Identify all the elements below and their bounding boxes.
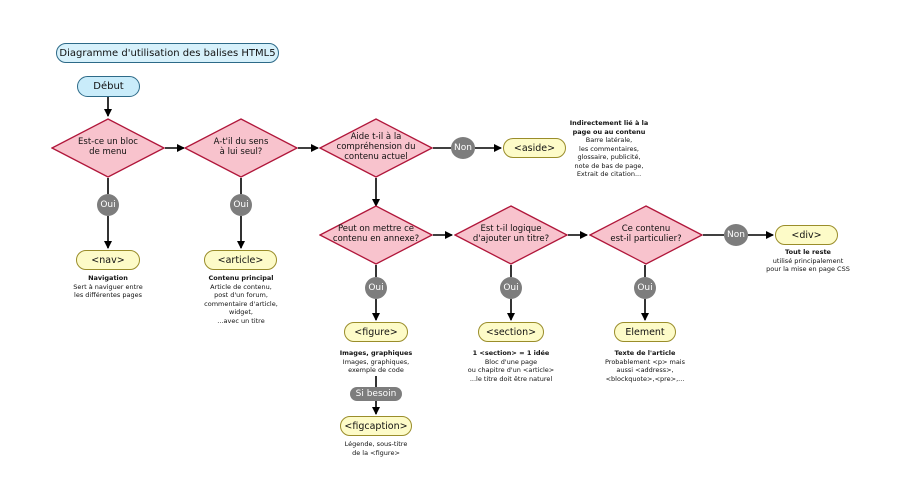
diagram-title-text: Diagramme d'utilisation des balises HTML… bbox=[59, 47, 276, 59]
desc-aside: Indirectement lié à la page ou au conten… bbox=[569, 119, 649, 179]
tag-div: <div> bbox=[775, 225, 838, 245]
decision-menu-block: Est-ce un bloc de menu bbox=[51, 118, 165, 178]
answer-oui-section: Oui bbox=[500, 277, 522, 299]
decision-add-title: Est t-il logique d'ajouter un titre? bbox=[454, 205, 568, 265]
decision-appendix: Peut on mettre ce contenu en annexe? bbox=[319, 205, 433, 265]
tag-nav: <nav> bbox=[76, 250, 140, 270]
start-node: Début bbox=[77, 76, 140, 97]
tag-article: <article> bbox=[204, 250, 277, 270]
desc-figcaption: Légende, sous-titre de la <figure> bbox=[344, 440, 408, 457]
tag-figure: <figure> bbox=[344, 322, 408, 342]
desc-element: Texte de l'article Probablement <p> mais… bbox=[604, 349, 685, 383]
tag-figcaption: <figcaption> bbox=[340, 416, 412, 436]
desc-section: 1 <section> = 1 idée Bloc d'une page ou … bbox=[467, 349, 555, 383]
answer-non-aside: Non bbox=[451, 137, 475, 159]
decision-add-title-label: Est t-il logique d'ajouter un titre? bbox=[472, 224, 550, 244]
answer-oui-article: Oui bbox=[230, 194, 252, 216]
answer-oui-figure: Oui bbox=[365, 277, 387, 299]
decision-particular-content: Ce contenu est-il particulier? bbox=[589, 205, 703, 265]
desc-figure: Images, graphiques Images, graphiques, e… bbox=[339, 349, 413, 375]
tag-aside: <aside> bbox=[503, 138, 566, 158]
decision-standalone-meaning-label: A-t'il du sens à lui seul? bbox=[213, 137, 269, 157]
decision-helps-understanding: Aide t-il à la compréhension du contenu … bbox=[319, 118, 433, 178]
diagram-title: Diagramme d'utilisation des balises HTML… bbox=[56, 43, 279, 63]
answer-oui-nav: Oui bbox=[97, 194, 119, 216]
decision-appendix-label: Peut on mettre ce contenu en annexe? bbox=[332, 224, 420, 244]
decision-standalone-meaning: A-t'il du sens à lui seul? bbox=[184, 118, 298, 178]
answer-oui-element: Oui bbox=[634, 277, 656, 299]
desc-nav: Navigation Sert à naviguer entre les dif… bbox=[73, 274, 143, 300]
desc-article: Contenu principal Article de contenu, po… bbox=[204, 274, 278, 325]
answer-si-besoin: Si besoin bbox=[350, 387, 402, 401]
decision-particular-content-label: Ce contenu est-il particulier? bbox=[610, 224, 682, 244]
answer-non-div: Non bbox=[724, 224, 748, 246]
desc-div: Tout le reste utilisé principalement pou… bbox=[766, 248, 850, 274]
tag-section: <section> bbox=[478, 322, 544, 342]
decision-helps-understanding-label: Aide t-il à la compréhension du contenu … bbox=[336, 132, 416, 162]
decision-menu-block-label: Est-ce un bloc de menu bbox=[78, 137, 138, 157]
start-node-label: Début bbox=[93, 81, 124, 92]
tag-element: Element bbox=[614, 322, 676, 342]
